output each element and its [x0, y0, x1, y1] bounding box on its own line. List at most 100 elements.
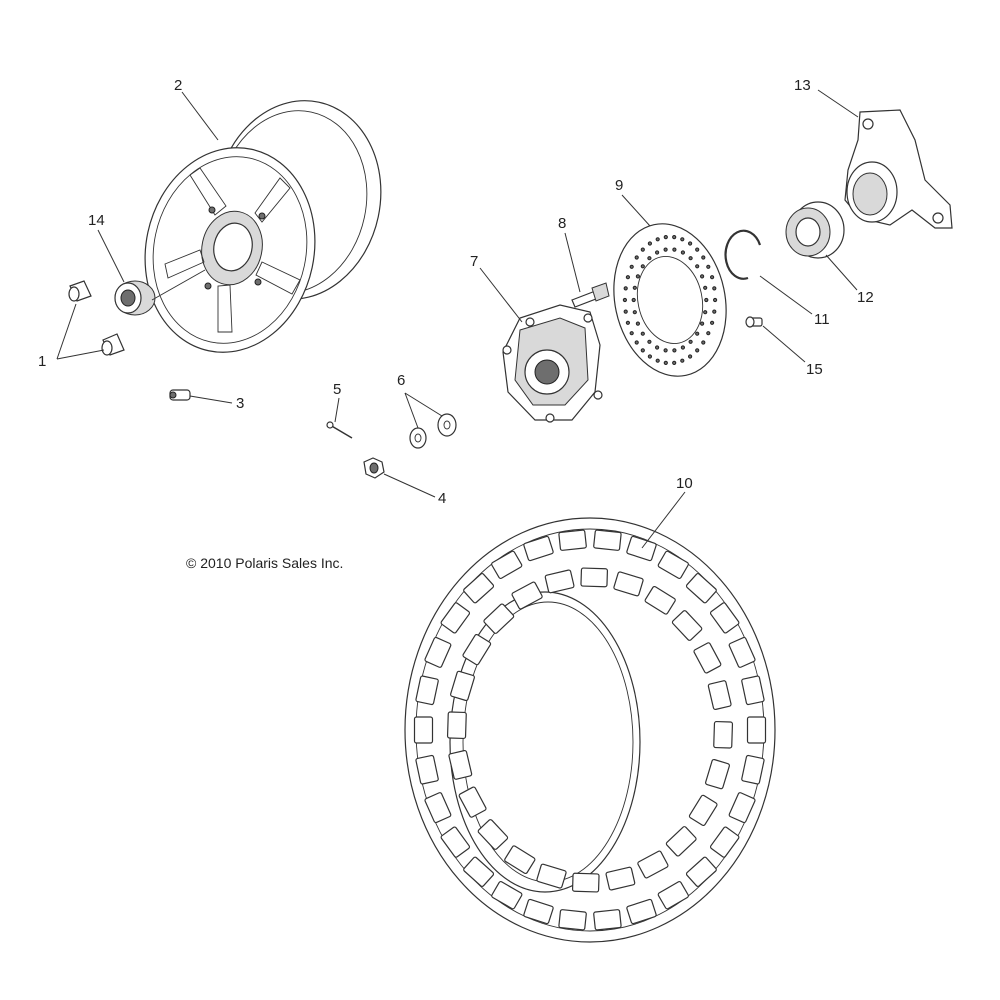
- callout-8: 8: [558, 215, 566, 232]
- washer-right[interactable]: [437, 413, 457, 437]
- lug-nut-lower[interactable]: [101, 333, 125, 356]
- disc-hole: [680, 237, 685, 242]
- callout-6: 6: [397, 372, 405, 389]
- leader-14-rim: [151, 269, 206, 301]
- wheel-rim[interactable]: [126, 85, 399, 368]
- steering-knuckle[interactable]: [844, 109, 953, 229]
- callout-15: 15: [806, 361, 823, 378]
- lug-nut-upper[interactable]: [68, 280, 92, 302]
- callout-9: 9: [615, 177, 623, 194]
- disc-hole: [625, 275, 631, 280]
- leader-5: [334, 397, 340, 423]
- tread-block: [644, 585, 676, 615]
- leader-lines: [56, 89, 859, 549]
- brake-disc[interactable]: [600, 213, 740, 387]
- disc-hole: [622, 297, 628, 303]
- tread-block: [462, 633, 492, 666]
- callout-12: 12: [857, 289, 874, 306]
- tread-block: [741, 754, 765, 785]
- leader-1-b: [56, 349, 105, 360]
- leader-7: [479, 267, 523, 323]
- tread-block: [728, 792, 756, 824]
- wheel-stud[interactable]: [571, 282, 610, 308]
- tire[interactable]: [404, 517, 776, 943]
- tread-block: [523, 535, 554, 562]
- disc-hole: [634, 340, 639, 345]
- disc-hole: [688, 339, 693, 344]
- tread-block: [728, 636, 756, 668]
- leader-11: [759, 275, 813, 315]
- tread-block: [450, 670, 475, 702]
- castle-nut[interactable]: [363, 457, 385, 479]
- tread-block: [558, 529, 587, 551]
- disc-hole: [688, 354, 693, 359]
- tread-block: [613, 571, 644, 597]
- disc-hole: [631, 297, 636, 303]
- disc-hole: [704, 297, 709, 303]
- disc-hole: [640, 348, 645, 353]
- callout-7: 7: [470, 253, 478, 270]
- tread-block: [709, 602, 740, 634]
- tread-block: [593, 909, 622, 931]
- tread-block: [685, 856, 717, 887]
- tread-block: [571, 872, 600, 893]
- leader-6-b: [404, 392, 443, 417]
- tread-block: [523, 898, 554, 925]
- disc-hole: [655, 358, 660, 363]
- tread-block: [746, 716, 767, 744]
- disc-hole: [672, 348, 677, 353]
- tread-block: [440, 826, 471, 858]
- disc-hole: [629, 331, 634, 336]
- disc-hole: [640, 331, 645, 336]
- disc-hole: [632, 310, 637, 315]
- disc-hole: [688, 256, 693, 261]
- disc-hole: [635, 321, 641, 326]
- disc-hole: [713, 297, 718, 303]
- washer-left[interactable]: [409, 427, 427, 449]
- disc-hole: [695, 348, 700, 353]
- tread-block: [463, 856, 495, 887]
- disc-bolt[interactable]: [745, 316, 763, 328]
- callout-10: 10: [676, 475, 693, 492]
- tread-block: [741, 675, 765, 706]
- cotter-pin[interactable]: [326, 421, 353, 439]
- center-cap[interactable]: [114, 280, 156, 316]
- leader-13: [817, 89, 859, 118]
- tread-block: [707, 680, 732, 711]
- valve-stem[interactable]: [169, 389, 191, 401]
- disc-hole: [655, 237, 660, 242]
- disc-hole: [706, 264, 711, 269]
- disc-hole: [663, 348, 668, 353]
- disc-hole: [655, 250, 660, 255]
- tread-block: [693, 642, 722, 674]
- disc-hole: [663, 247, 668, 252]
- tread-block: [685, 573, 717, 604]
- copyright-notice: © 2010 Polaris Sales Inc.: [186, 555, 343, 571]
- tread-block: [688, 794, 718, 827]
- disc-hole: [647, 256, 652, 261]
- disc-hole: [672, 235, 677, 240]
- disc-hole: [672, 247, 677, 252]
- tread-block: [424, 792, 452, 824]
- disc-hole: [703, 285, 708, 290]
- disc-hole: [701, 340, 706, 345]
- wheel-hub[interactable]: [502, 304, 603, 423]
- tread-block: [657, 550, 689, 579]
- disc-hole: [647, 339, 652, 344]
- disc-hole: [700, 321, 705, 326]
- tread-block: [536, 863, 567, 889]
- leader-10: [641, 491, 686, 549]
- tread-block: [713, 720, 734, 749]
- tread-block: [415, 754, 439, 785]
- tread-block: [511, 581, 543, 610]
- wheel-bearing[interactable]: [785, 201, 845, 259]
- tread-block: [705, 758, 730, 790]
- callout-1: 1: [38, 353, 46, 370]
- disc-hole: [629, 264, 634, 269]
- leader-9: [621, 194, 651, 227]
- tread-block: [580, 567, 609, 588]
- callout-4: 4: [438, 490, 446, 507]
- tread-block: [491, 550, 523, 579]
- disc-hole: [647, 354, 653, 359]
- snap-ring[interactable]: [724, 229, 762, 280]
